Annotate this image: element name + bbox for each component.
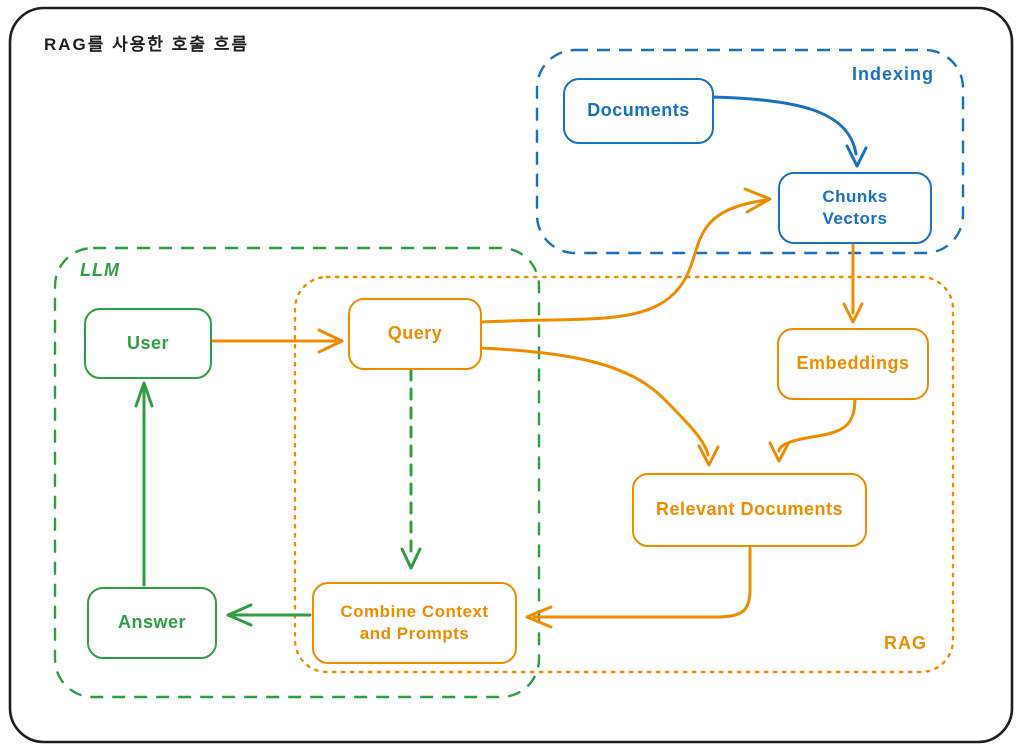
llm-group-border (53, 246, 541, 699)
node-chunks-vectors: Chunks Vectors (778, 172, 932, 244)
arrowhead-documents-to-chunks (845, 144, 868, 168)
outer-frame (8, 6, 1014, 744)
rag-group-border (293, 275, 955, 674)
arrow-relevant-documents-to-combine (532, 544, 752, 619)
arrowhead-query-to-combine (400, 547, 422, 570)
node-vectors-label: Vectors (822, 209, 888, 228)
arrow-query-to-relevant-documents (478, 346, 710, 457)
node-answer: Answer (87, 587, 217, 659)
arrowhead-query-to-relevant-documents (697, 444, 720, 467)
arrow-query-to-chunks (478, 198, 768, 324)
node-embeddings: Embeddings (777, 328, 929, 400)
arrowhead-user-to-query (317, 328, 344, 354)
arrowhead-query-to-chunks (743, 187, 772, 214)
arrowhead-answer-to-user (134, 381, 154, 408)
node-query-label: Query (387, 323, 443, 344)
arrowhead-chunks-to-embeddings (842, 302, 864, 324)
arrowhead-combine-to-answer (226, 603, 253, 627)
arrowhead-relevant-documents-to-combine (525, 605, 553, 629)
arrow-embeddings-to-relevant-documents (777, 395, 857, 453)
node-user: User (84, 308, 212, 379)
indexing-group-border (535, 48, 965, 255)
node-embeddings-label: Embeddings (796, 353, 910, 374)
node-combine-line2: and Prompts (359, 624, 470, 643)
node-user-label: User (126, 332, 170, 353)
node-query: Query (348, 298, 482, 370)
llm-group-label: LLM (80, 260, 120, 280)
node-answer-label: Answer (117, 612, 187, 633)
node-documents: Documents (563, 78, 714, 144)
indexing-group-label: Indexing (852, 64, 935, 84)
arrow-documents-to-chunks (710, 95, 858, 156)
node-relevant-documents-label: Relevant Documents (655, 499, 844, 520)
node-relevant-documents: Relevant Documents (632, 473, 867, 547)
node-chunks-label: Chunks (822, 186, 888, 206)
arrowhead-embeddings-to-relevant-documents (768, 441, 790, 463)
node-documents-label: Documents (587, 100, 690, 121)
rag-group-label: RAG (884, 633, 927, 653)
diagram-title: RAG를 사용한 호출 흐름 (44, 35, 250, 54)
node-combine-context: Combine Context and Prompts (312, 582, 517, 664)
node-combine-line1: Combine Context (340, 601, 489, 621)
